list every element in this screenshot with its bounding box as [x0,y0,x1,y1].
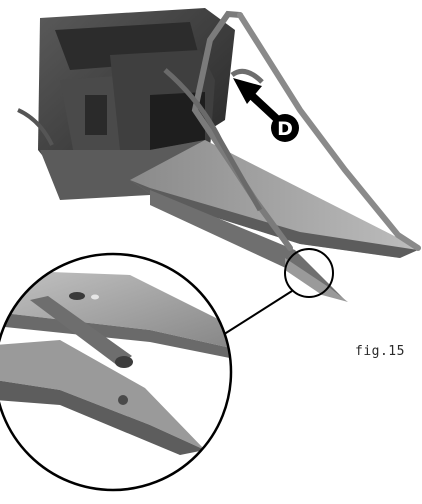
callout-arrow-icon [233,78,282,124]
callout-label: D [277,118,293,140]
cutting-blade [130,140,418,302]
figure-caption: fig.15 [355,344,405,359]
magnified-detail [0,254,231,490]
callout-badge: D [271,114,299,142]
magnified-circle-outline [0,252,233,492]
guard-frame [163,10,421,251]
detail-marker-circle [284,248,334,298]
machine-body [17,8,235,200]
